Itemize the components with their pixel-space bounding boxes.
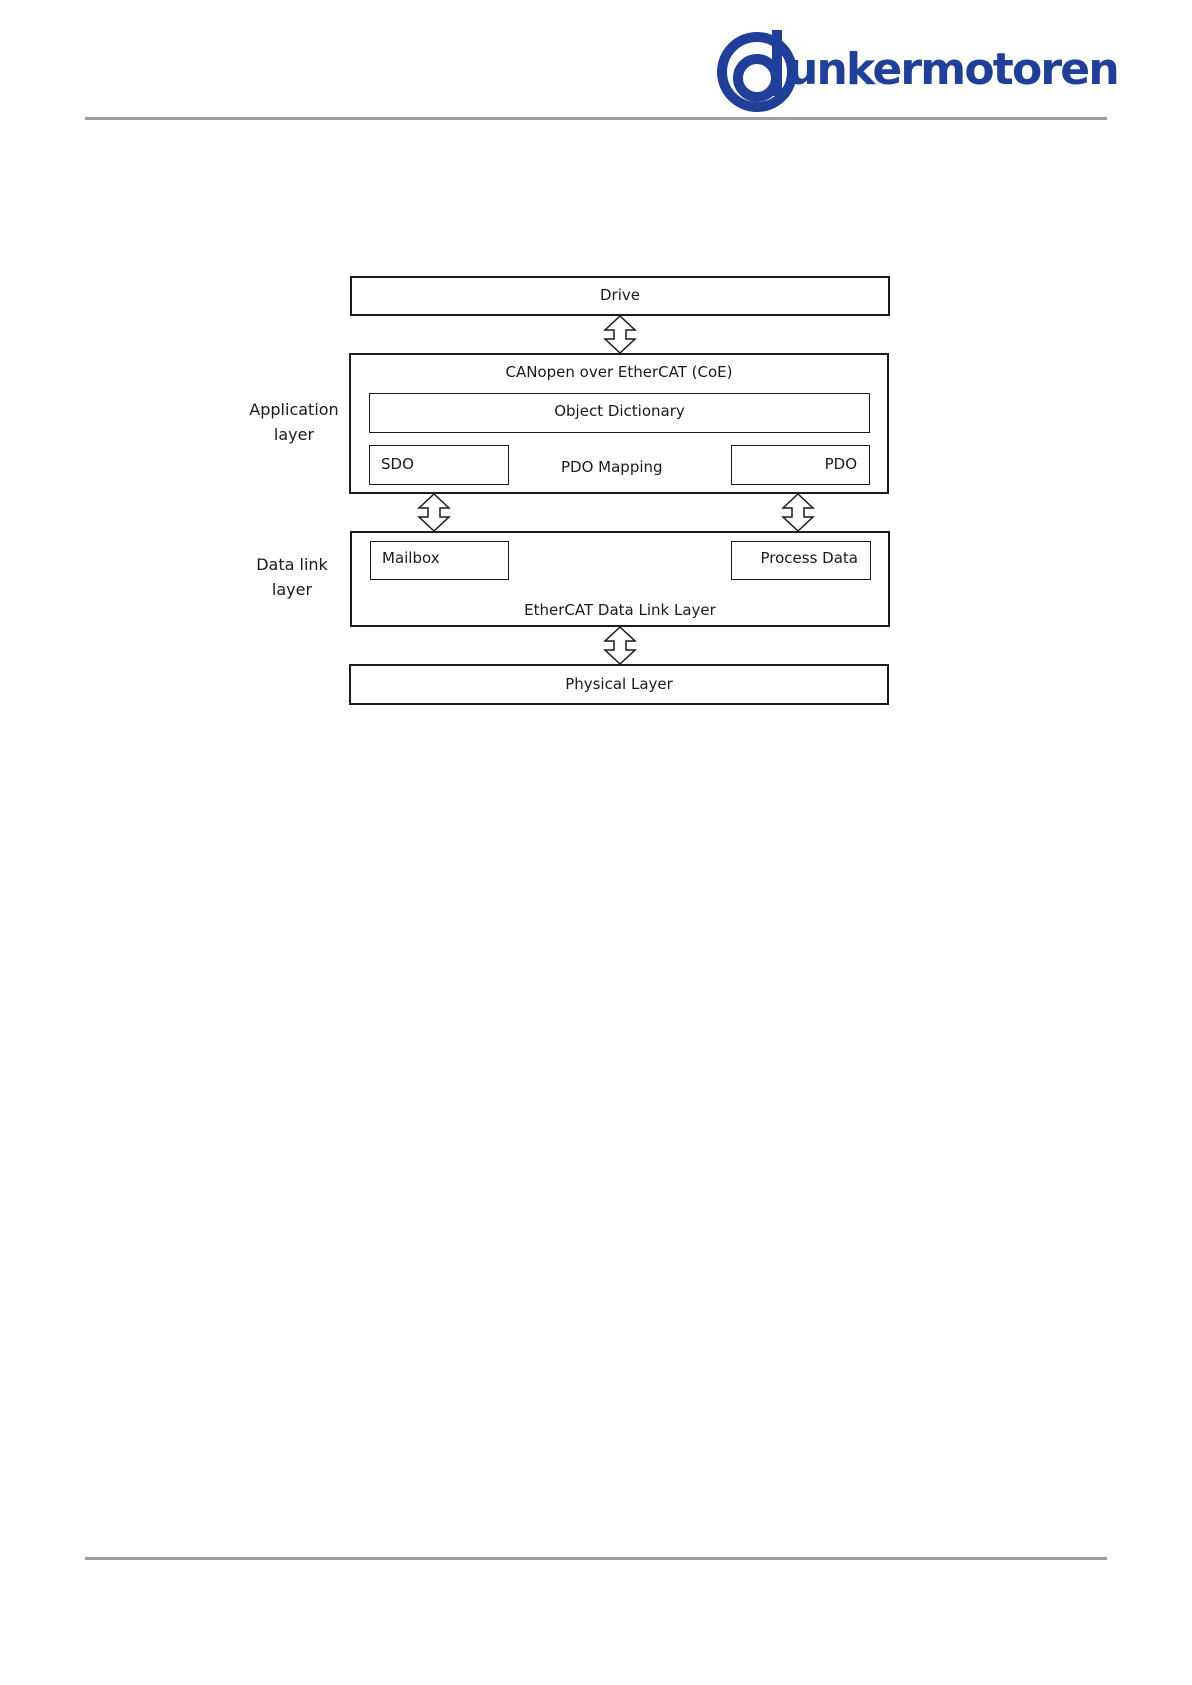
data-link-layer-label: Data link layer [237,552,347,602]
mailbox-box: Mailbox [370,541,509,580]
pdo-label: PDO [825,455,857,473]
sdo-label: SDO [381,455,414,473]
physical-layer-label: Physical Layer [351,675,887,693]
drive-label: Drive [352,286,888,304]
mailbox-label: Mailbox [382,549,440,567]
physical-layer-box: Physical Layer [349,664,889,705]
footer-rule [85,1557,1107,1560]
sdo-box: SDO [369,445,509,485]
pdo-mapping-label: PDO Mapping [561,458,663,476]
application-layer-label: Application layer [239,397,349,447]
double-arrow-icon [419,494,449,531]
object-dictionary-label: Object Dictionary [370,402,869,420]
double-arrow-icon [783,494,813,531]
pdo-box: PDO [731,445,870,485]
drive-box: Drive [350,276,890,316]
double-arrow-icon [605,627,635,664]
process-data-box: Process Data [731,541,871,580]
double-arrow-icon [605,316,635,353]
process-data-label: Process Data [761,549,859,567]
object-dictionary-box: Object Dictionary [369,393,870,433]
ethercat-dll-label: EtherCAT Data Link Layer [352,601,888,619]
coe-title: CANopen over EtherCAT (CoE) [351,363,887,381]
